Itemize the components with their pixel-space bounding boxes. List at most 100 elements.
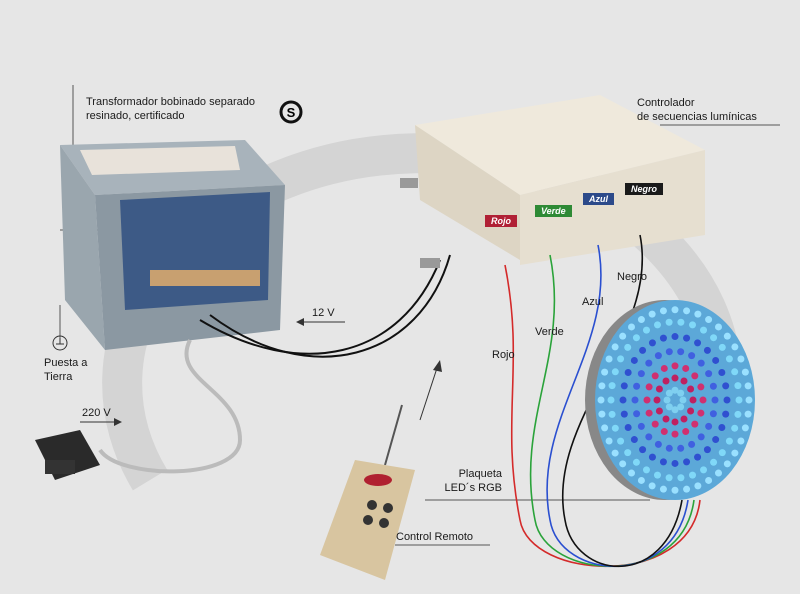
led-dot xyxy=(628,469,636,477)
led-dot xyxy=(655,407,663,415)
arrow-head xyxy=(433,360,442,372)
led-label-line1: Plaqueta xyxy=(458,468,502,480)
wire-label-rojo: Rojo xyxy=(492,349,515,361)
led-dot xyxy=(671,333,679,341)
led-dot xyxy=(608,410,616,418)
led-label-line2: LED´s RGB xyxy=(444,482,502,494)
led-dot xyxy=(735,396,743,404)
led-dot xyxy=(683,307,691,315)
led-dot xyxy=(677,348,685,356)
led-dot xyxy=(723,396,731,404)
voltage-220-label: 220 V xyxy=(82,407,111,419)
arrow-head xyxy=(114,418,122,426)
controller-tag-negro: Negro xyxy=(625,183,664,195)
led-dot xyxy=(722,410,730,418)
controller-tag-rojo: Rojo xyxy=(485,215,517,227)
remote-control xyxy=(320,404,415,580)
led-dot xyxy=(624,343,632,351)
led-dot xyxy=(601,424,609,432)
led-dot xyxy=(671,418,679,426)
led-dot xyxy=(677,389,685,397)
led-dot xyxy=(648,482,656,490)
led-dot xyxy=(731,368,739,376)
led-dot xyxy=(722,382,730,390)
led-dot xyxy=(683,334,691,342)
ground-label: Puesta a Tierra xyxy=(44,356,87,384)
led-dot xyxy=(671,386,679,394)
controller-tag-verde: Verde xyxy=(535,205,572,217)
led-dot xyxy=(654,352,662,360)
led-dot xyxy=(703,346,711,354)
led-dot xyxy=(718,424,726,432)
led-dot xyxy=(659,307,667,315)
led-dot xyxy=(642,466,650,474)
led-dot xyxy=(659,334,667,342)
led-dot xyxy=(677,318,685,326)
led-dot xyxy=(611,449,619,457)
led-dot xyxy=(639,346,647,354)
led-dot xyxy=(689,471,697,479)
led-dot xyxy=(682,364,690,372)
led-dot xyxy=(648,453,656,461)
controller-tag-azul: Azul xyxy=(583,193,614,205)
led-dot xyxy=(653,471,661,479)
led-dot xyxy=(665,444,673,452)
remote-label: Control Remoto xyxy=(396,531,474,543)
wire-label-verde: Verde xyxy=(535,326,564,338)
led-dot xyxy=(624,449,632,457)
led-dot xyxy=(691,420,699,428)
led-dot xyxy=(709,410,717,418)
led-dot xyxy=(662,415,670,423)
led-dot xyxy=(723,332,731,340)
led-dot xyxy=(637,370,645,378)
s-mark-certification-icon: S xyxy=(279,100,303,124)
led-dot xyxy=(689,396,697,404)
led-dot xyxy=(619,460,627,468)
led-dot xyxy=(660,428,668,436)
led-dot xyxy=(665,389,673,397)
led-dot xyxy=(688,352,696,360)
led-dot xyxy=(659,485,667,493)
led-dot xyxy=(631,396,639,404)
led-dot xyxy=(645,409,653,417)
led-dot xyxy=(605,355,613,363)
led-dot xyxy=(665,474,673,482)
arrow-head xyxy=(296,318,304,326)
led-dot xyxy=(651,372,659,380)
led-dot xyxy=(680,415,688,423)
led-dot xyxy=(677,474,685,482)
led-dot xyxy=(705,476,713,484)
led-dot xyxy=(687,385,695,393)
led-dot xyxy=(710,334,718,342)
led-dot xyxy=(605,437,613,445)
led-dot xyxy=(620,410,628,418)
transformer-label-line2: resinado, certificado xyxy=(86,110,185,122)
ground-label-line1: Puesta a xyxy=(44,357,88,369)
led-dot xyxy=(745,396,753,404)
led-dot xyxy=(699,396,707,404)
led-dot xyxy=(705,316,713,324)
led-dot xyxy=(741,424,749,432)
led-dot xyxy=(711,396,719,404)
led-dot xyxy=(697,433,705,441)
wire-label-negro: Negro xyxy=(617,271,647,283)
led-dot xyxy=(725,437,733,445)
led-dot xyxy=(671,406,679,414)
led-dot xyxy=(632,458,640,466)
transformer xyxy=(60,140,285,350)
arrow-signal xyxy=(419,364,439,421)
led-dot xyxy=(731,449,739,457)
led-dot xyxy=(718,368,726,376)
power-plug xyxy=(35,430,100,480)
led-dot xyxy=(663,396,671,404)
led-dot xyxy=(712,356,720,364)
led-dot xyxy=(645,383,653,391)
ground-label-line2: Tierra xyxy=(44,371,73,383)
led-dot xyxy=(624,424,632,432)
led-dot xyxy=(689,321,697,329)
led-dot xyxy=(637,476,645,484)
led-dot xyxy=(648,310,656,318)
led-dot xyxy=(731,424,739,432)
led-dot xyxy=(642,326,650,334)
